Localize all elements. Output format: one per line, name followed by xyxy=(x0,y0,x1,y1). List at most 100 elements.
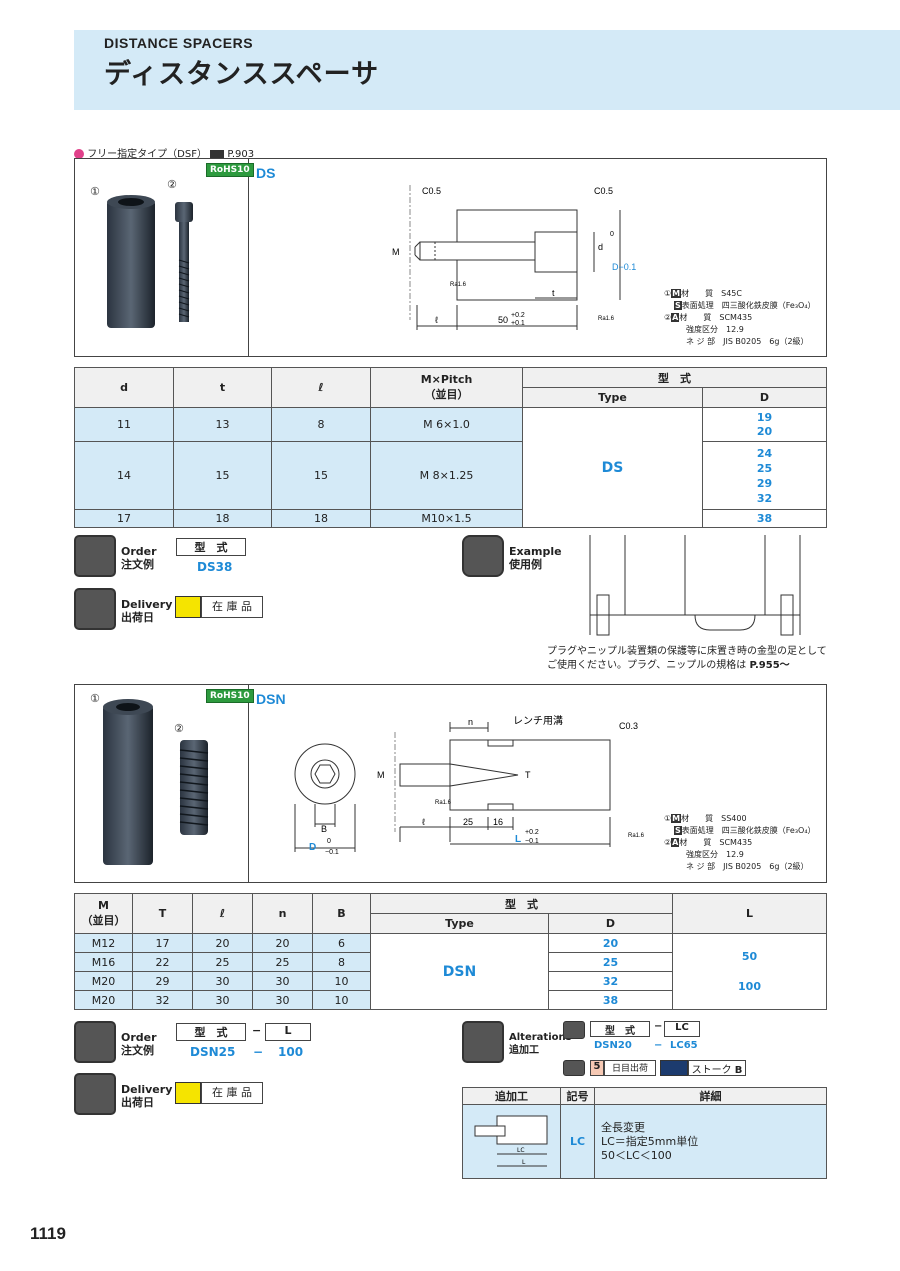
ds-mat-row: ①M材 質 S45C xyxy=(664,289,742,298)
page-number: 1119 xyxy=(30,1224,66,1243)
dsn-th-l: ℓ xyxy=(192,893,253,934)
dsn-cell: M20 xyxy=(74,971,133,991)
dsn-dim-wrench: レンチ用溝 xyxy=(513,714,563,727)
dsn-ra2: Ra1.6 xyxy=(628,833,645,839)
ds-dim-m: M xyxy=(392,247,400,257)
dsn-dim-d: D xyxy=(309,842,316,853)
dsn-mat-row: S表面処理 四三酸化鉄皮膜（Fe₃O₄） xyxy=(674,826,816,835)
alterations-table: 追加工 記号 詳細 LC L LC 全長変更 LC＝指定5mm単位 50＜LC＜… xyxy=(462,1087,827,1179)
ds-D-cell: 38 xyxy=(702,509,827,528)
ds-divider xyxy=(248,159,249,356)
dsn-mat-row: ①M材 質 SS400 xyxy=(664,814,747,823)
ds-cell: 15 xyxy=(173,441,272,510)
dsn-th-D: D xyxy=(548,913,673,934)
stock-box-icon xyxy=(175,1082,201,1104)
title-japanese: ディスタンススペーサ xyxy=(104,59,380,90)
ds-cell: 15 xyxy=(271,441,371,510)
ds-dim-l: ℓ xyxy=(435,315,439,325)
dsn-type-cell: DSN xyxy=(370,933,549,1010)
free-type-note: フリー指定タイプ（DSF） P.903 xyxy=(74,145,254,160)
dsn-mat-row: 強度区分 12.9 xyxy=(686,850,744,859)
ds-dim-c2: C0.5 xyxy=(594,186,613,196)
alt-ex2: LC65 xyxy=(670,1040,698,1051)
ds-cell: 18 xyxy=(271,509,371,528)
page-ref-icon xyxy=(210,150,225,158)
alt-dash2: − xyxy=(654,1040,663,1051)
ds-cell: M 8×1.25 xyxy=(370,441,523,510)
ds-cell: 14 xyxy=(74,441,174,510)
dsn-dim-25: 25 xyxy=(463,817,473,827)
dsn-mat-row: ②A材 質 SCM435 xyxy=(664,838,753,847)
ds-th-d: d xyxy=(74,367,174,408)
ds-example-note: プラグやニップル装置類の保護等に床置き時の金型の足として ご使用ください。プラグ… xyxy=(547,646,827,671)
dsn-cell: 30 xyxy=(192,990,253,1010)
dsn-dim-c: C0.3 xyxy=(619,721,638,731)
dsn-cell: M20 xyxy=(74,990,133,1010)
stroke-label: ストーク B xyxy=(688,1060,746,1076)
dsn-cell: 8 xyxy=(312,952,371,972)
ds-dim-len: 50 xyxy=(498,315,508,325)
dsn-order-col1: 型 式 xyxy=(176,1023,246,1041)
ds-dim-c1: C0.5 xyxy=(422,186,441,196)
dsn-cell: 20 xyxy=(252,933,313,953)
ds-type-cell: DS xyxy=(522,407,703,528)
ds-dim-d0: 0 xyxy=(610,231,614,238)
header-band xyxy=(74,30,900,110)
ds-order-col: 型 式 xyxy=(176,538,246,556)
alt-detail: 全長変更 LC＝指定5mm単位 50＜LC＜100 xyxy=(594,1104,827,1179)
ds-mat-row: 強度区分 12.9 xyxy=(686,325,744,334)
ds-th-type: Type xyxy=(522,387,703,408)
dsn-D-cell: 38 xyxy=(548,990,673,1010)
dsn-product-photo xyxy=(103,699,209,865)
ds-ra2: Ra1.6 xyxy=(598,316,615,322)
alt-ex1: DSN20 xyxy=(594,1040,632,1051)
ds-stock-tag: 在 庫 品 xyxy=(201,596,263,618)
dsn-type-title: DSN xyxy=(256,691,286,707)
ds-dim-tolup: +0.2 xyxy=(511,312,525,319)
ds-dim-tollo: +0.1 xyxy=(511,320,525,327)
drill-icon xyxy=(462,1021,504,1063)
dsn-cell: 22 xyxy=(132,952,193,972)
ds-mat-row: S表面処理 四三酸化鉄皮膜（Fe₃O₄） xyxy=(674,301,816,310)
dsn-cell: 20 xyxy=(192,933,253,953)
ds-ra1: Ra1.6 xyxy=(450,282,467,288)
dsn-order-dash: − xyxy=(252,1024,262,1037)
ds-cell: M10×1.5 xyxy=(370,509,523,528)
ds-cell: 13 xyxy=(173,407,272,442)
dsn-ra1: Ra1.6 xyxy=(435,800,452,806)
alt-figure-cell: LC L xyxy=(462,1104,561,1179)
ds-mat-row: ②A材 質 SCM435 xyxy=(664,313,753,322)
alt-code: LC xyxy=(560,1104,595,1179)
ds-spec-table: d t ℓ M×Pitch（並目） 型 式 Type D 11 13 8 M 6… xyxy=(74,367,827,528)
ds-th-t: t xyxy=(173,367,272,408)
alt-th-kakou: 追加工 xyxy=(462,1087,561,1105)
dsn-th-kata: 型 式 xyxy=(370,893,673,914)
ds-dim-dtol: D−0.1 xyxy=(612,262,636,272)
ds-product-photo xyxy=(107,195,193,328)
dsn-dim-d0: 0 xyxy=(327,838,331,845)
free-type-ref[interactable]: P.903 xyxy=(227,149,255,160)
dsn-th-m: M（並目） xyxy=(74,893,133,934)
dsn-cell: 25 xyxy=(252,952,313,972)
dsn-dim-tollo: −0.1 xyxy=(525,838,539,845)
dsn-cell: 29 xyxy=(132,971,193,991)
dsn-materials: ①M材 質 SS400 S表面処理 四三酸化鉄皮膜（Fe₃O₄） ②A材 質 S… xyxy=(664,813,816,873)
dsn-order-dash2: − xyxy=(253,1045,264,1059)
dsn-item2-mark: ② xyxy=(174,722,184,735)
alt-th-kigo: 記号 xyxy=(560,1087,595,1105)
dsn-item1-mark: ① xyxy=(90,692,100,705)
ds-cell: 18 xyxy=(173,509,272,528)
ds-order-example: DS38 xyxy=(197,560,233,574)
dsn-divider xyxy=(248,685,249,882)
dsn-cell: 25 xyxy=(192,952,253,972)
dsn-th-L: L xyxy=(672,893,827,934)
dsn-dim-l: ℓ xyxy=(422,817,426,827)
ds-cell: M 6×1.0 xyxy=(370,407,523,442)
dsn-th-type: Type xyxy=(370,913,549,934)
dsn-D-cell: 20 xyxy=(548,933,673,953)
